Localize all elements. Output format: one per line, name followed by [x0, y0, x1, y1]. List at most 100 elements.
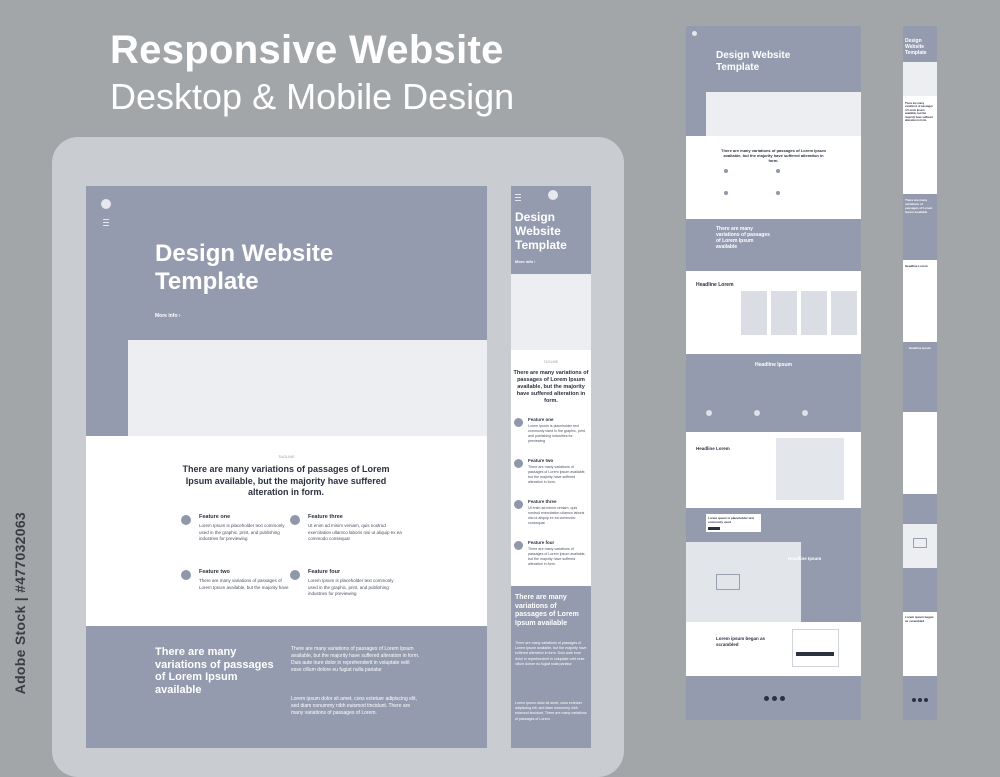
desktop-lead-text: There are many variations of passages of…	[182, 464, 390, 497]
lp-media-text-block	[801, 542, 861, 622]
lp-section-title: There are many variations of passages of…	[716, 226, 770, 250]
lp-feature-icon	[776, 191, 780, 195]
desktop-feature-two: Feature two There are many variations of…	[181, 569, 294, 591]
tm-media-text	[903, 568, 937, 612]
showcase-subtitle: Desktop & Mobile Design	[110, 76, 515, 117]
lp-feature-icon	[724, 191, 728, 195]
lp-card	[741, 291, 767, 335]
lp-logo-icon	[692, 31, 697, 36]
fullpage-mobile-preview: Design Website Template There are many v…	[903, 26, 937, 720]
desktop-tagline: TAGLINE	[278, 454, 295, 459]
lp-headline: Headline Lorem	[696, 282, 734, 288]
image-icon	[716, 574, 740, 590]
lp-submit-button[interactable]	[796, 652, 834, 656]
feature-desc: There are many variations of passages of…	[528, 547, 586, 566]
mobile-logo-icon[interactable]	[548, 190, 558, 200]
desktop-feature-one: Feature one Lorem Ipsum is placeholder t…	[181, 514, 294, 543]
lp-cta-text: Lorem ipsum is placeholder text commonly…	[708, 516, 755, 524]
desktop-more-info-link[interactable]: More info ›	[155, 313, 181, 319]
mobile-bottom-text-1: There are many variations of passages of…	[515, 641, 587, 666]
avatar	[802, 410, 808, 416]
feature-desc: Ut enim ad minim veniam, quis nostrud ex…	[528, 506, 585, 525]
tm-hero-title: Design Website Template	[905, 38, 927, 56]
feature-title: Feature four	[308, 569, 341, 575]
mobile-hero-image-placeholder	[511, 274, 591, 350]
mobile-feature-three: Feature three Ut enim ad minim veniam, q…	[514, 499, 588, 526]
lp-cta-button[interactable]	[708, 527, 720, 530]
menu-icon[interactable]	[103, 219, 109, 226]
feature-one-icon	[181, 515, 191, 525]
tm-scrambled: Lorem ipsum began as scrambled	[905, 615, 934, 623]
lp-card	[831, 291, 857, 335]
lp-media-placeholder	[686, 542, 801, 622]
lp-lead: There are many variations of passages of…	[721, 148, 826, 163]
desktop-feature-three: Feature three Ut enim ad minim veniam, q…	[290, 514, 403, 543]
feature-two-icon	[514, 459, 523, 468]
desktop-mockup: Design Website Template More info › TAGL…	[86, 186, 487, 748]
social-icon[interactable]	[918, 698, 922, 702]
desktop-bottom-title: There are many variations of passages of…	[155, 646, 274, 696]
feature-four-icon	[290, 570, 300, 580]
lp-headline-ipsum-2: Headline Ipsum	[788, 556, 822, 561]
showcase-title: Responsive Website	[110, 28, 504, 72]
feature-title: Feature two	[528, 458, 554, 463]
tm-hero	[903, 26, 937, 62]
feature-title: Feature one	[528, 417, 554, 422]
feature-desc: Lorem Ipsum is placeholder text commonly…	[308, 578, 394, 596]
tm-cta-band	[903, 494, 937, 524]
mobile-bottom-title: There are many variations of passages of…	[515, 594, 579, 627]
social-icon[interactable]	[912, 698, 916, 702]
lp-feature-icon	[776, 169, 780, 173]
mobile-lead-text: There are many variations of passages of…	[513, 370, 589, 404]
social-icon[interactable]	[780, 696, 785, 701]
mobile-more-info-link[interactable]: More info ›	[515, 259, 536, 264]
feature-desc: Lorem Ipsum is placeholder text commonly…	[199, 523, 285, 541]
mobile-mockup: Design Website Template More info › TAGL…	[511, 186, 591, 748]
lp-scrambled: Lorem ipsum began as scrambled	[716, 636, 766, 647]
desktop-feature-four: Feature four Lorem Ipsum is placeholder …	[290, 569, 403, 598]
lp-feature-icon	[724, 169, 728, 173]
mobile-bottom-section	[511, 586, 591, 748]
feature-desc: Lorem Ipsum is placeholder text commonly…	[528, 424, 586, 443]
lp-hero-title: Design Website Template	[716, 50, 791, 73]
lp-image-grid	[776, 438, 844, 500]
desktop-bottom-section	[86, 626, 487, 748]
mobile-feature-one: Feature one Lorem Ipsum is placeholder t…	[514, 417, 588, 444]
tm-image	[903, 62, 937, 96]
feature-one-icon	[514, 418, 523, 427]
avatar	[706, 410, 712, 416]
desktop-hero-title: Design Website Template	[155, 240, 334, 295]
tm-headline-ipsum: Headline Ipsum	[908, 346, 932, 350]
mobile-hero	[511, 186, 591, 274]
feature-title: Feature three	[528, 499, 557, 504]
avatar	[754, 410, 760, 416]
feature-three-icon	[514, 500, 523, 509]
lp-contact-form[interactable]	[792, 629, 839, 667]
fullpage-desktop-preview: Design Website Template There are many v…	[686, 26, 861, 720]
tm-section-title: There are many variations of passages of…	[905, 198, 933, 214]
feature-title: Feature two	[199, 569, 230, 575]
tm-lead: There are many variations of passages of…	[905, 102, 933, 123]
feature-title: Feature three	[308, 514, 343, 520]
lp-card	[771, 291, 797, 335]
social-icon[interactable]	[772, 696, 777, 701]
logo-icon[interactable]	[101, 199, 111, 209]
mobile-menu-icon[interactable]	[515, 194, 521, 201]
lp-card	[801, 291, 827, 335]
mobile-feature-four: Feature four There are many variations o…	[514, 540, 588, 567]
feature-title: Feature four	[528, 540, 555, 545]
lp-headline-ipsum: Headline Ipsum	[755, 362, 792, 368]
mobile-feature-two: Feature two There are many variations of…	[514, 458, 588, 485]
desktop-hero-image-placeholder	[128, 340, 487, 436]
lp-headline-2: Headline Lorem	[696, 446, 730, 451]
tm-section	[903, 194, 937, 260]
social-icon[interactable]	[924, 698, 928, 702]
lp-testimonials	[686, 354, 861, 432]
lp-hero-image	[706, 92, 861, 136]
social-icon[interactable]	[764, 696, 769, 701]
tm-testimonials	[903, 342, 937, 412]
mobile-bottom-text-2: Lorem ipsum dolor sit amet, cons ectetue…	[515, 701, 587, 721]
feature-three-icon	[290, 515, 300, 525]
image-icon	[913, 538, 927, 548]
mobile-tagline: TAGLINE	[543, 360, 559, 364]
